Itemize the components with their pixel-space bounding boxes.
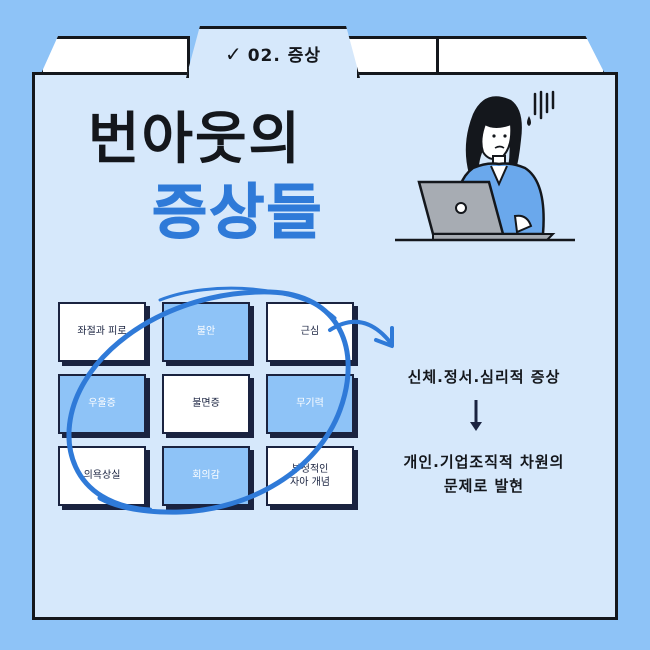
folder-tab-active: ✓ 02. 증상 — [186, 26, 360, 78]
symptom-card: 근심 — [266, 302, 354, 362]
symptom-card: 의욕상실 — [58, 446, 146, 506]
symptom-card: 부정적인 자아 개념 — [266, 446, 354, 506]
symptom-card: 불안 — [162, 302, 250, 362]
section-label: 02. 증상 — [247, 46, 322, 66]
symptom-summary-2-text: 개인.기업조직적 차원의 문제로 발현 — [403, 453, 565, 495]
symptom-card: 우울증 — [58, 374, 146, 434]
symptom-card: 불면증 — [162, 374, 250, 434]
page-title-line-2: 증상들 — [152, 178, 324, 249]
folder-tab-middle — [343, 36, 443, 76]
symptom-card: 회의감 — [162, 446, 250, 506]
symptom-card: 무기력 — [266, 374, 354, 434]
folder-tab-right — [436, 36, 606, 76]
symptom-summary-2: 개인.기업조직적 차원의 문제로 발현 — [376, 450, 592, 498]
symptom-summary-1: 신체.정서.심리적 증상 — [407, 368, 561, 386]
check-icon: ✓ — [224, 41, 242, 66]
stressed-woman-laptop-icon — [395, 90, 575, 242]
folder-tab-left — [40, 36, 190, 76]
down-arrow-icon — [470, 400, 482, 431]
tab-joint — [189, 72, 357, 78]
symptom-card: 좌절과 피로 — [58, 302, 146, 362]
page-title-line-1: 번아웃의 — [88, 107, 303, 172]
